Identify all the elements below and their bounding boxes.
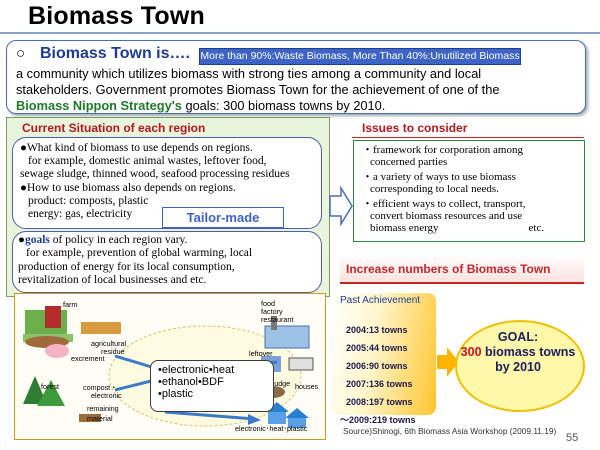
- title-divider: [0, 32, 600, 34]
- houses-label: houses: [295, 382, 319, 391]
- list-item: 2007:136 towns: [346, 379, 413, 389]
- restaurant-label: restaurant: [261, 315, 294, 324]
- increase-underline: [340, 282, 584, 284]
- agricultural-label: agricultural: [91, 339, 127, 348]
- list-item: 2004:13 towns: [346, 325, 408, 335]
- past-achievement-heading: Past Achievement: [340, 295, 421, 306]
- policy-goals-text: ●goals of policy in each region vary. fo…: [18, 234, 253, 287]
- intro-heading: Biomass Town is….: [40, 45, 190, 62]
- compost-label: compost・: [83, 383, 118, 392]
- list-item: 2008:197 towns: [346, 397, 413, 407]
- leftover-label: leftover: [249, 349, 273, 358]
- list-item: 2005:44 towns: [346, 343, 408, 353]
- goal-text: GOAL: 300 biomass towns by 2010: [460, 330, 576, 374]
- tailor-made-label: Tailor-made: [162, 207, 284, 228]
- intro-line-1: a community which utilizes biomass with …: [16, 66, 482, 81]
- issues-heading: Issues to consider: [362, 121, 468, 135]
- food-factory-label: food: [261, 299, 275, 308]
- increase-banner: [340, 254, 584, 284]
- biomass-use-text: ●What kind of biomass to use depends on …: [20, 142, 290, 221]
- issues-list: ・framework for corporation among concern…: [362, 144, 545, 234]
- intro-line-2: stakeholders. Government promotes Biomas…: [16, 82, 500, 97]
- sludge-label: sludge: [269, 379, 291, 388]
- material-label: material: [87, 414, 113, 423]
- waste-biomass-tag: More than 90%:Waste Biomass, More Than 4…: [199, 48, 521, 65]
- remaining-label: remaining: [87, 404, 119, 413]
- list-item: ～2009:219 towns: [340, 415, 416, 425]
- strategy-name: Biomass Nippon Strategy's: [16, 98, 182, 113]
- page-number: 55: [566, 432, 579, 444]
- farm-label: farm: [63, 300, 78, 309]
- residue-label: residue: [101, 347, 125, 356]
- circle-bullet-icon: ○: [16, 45, 26, 62]
- issues-header-bar: [352, 117, 584, 138]
- list-item: 2006:90 towns: [346, 361, 408, 371]
- page-title: Biomass Town: [28, 2, 205, 30]
- electronic-label: electronic: [91, 391, 122, 400]
- factory-label: factory: [261, 307, 283, 316]
- past-achievement-list: 2004:13 towns 2005:44 towns 2006:90 town…: [340, 321, 416, 429]
- increase-heading: Increase numbers of Biomass Town: [346, 262, 551, 276]
- goal-oval: [455, 320, 585, 412]
- source-citation: Source)Shinogi, 6th Biomass Asia Worksho…: [343, 426, 557, 436]
- issues-panel: [353, 140, 585, 242]
- intro-text: a community which utilizes biomass with …: [16, 66, 581, 114]
- right-arrow-icon: [329, 186, 353, 226]
- goal-arrow-icon: [437, 347, 459, 377]
- conversion-box: [150, 360, 274, 412]
- excrement-label: excrement: [71, 354, 105, 363]
- policy-goals-box: [12, 231, 322, 293]
- past-achievement-panel: [331, 293, 436, 415]
- conversion-products: •electronic•heat •ethanol•BDF •plastic: [158, 364, 235, 400]
- current-situation-heading: Current Situation of each region: [22, 121, 206, 135]
- forest-label: forest: [41, 382, 59, 391]
- outputs-label: electronic･heat･plastic: [235, 424, 308, 433]
- intro-line-3: Biomass Nippon Strategy's goals: 300 bio…: [16, 98, 386, 113]
